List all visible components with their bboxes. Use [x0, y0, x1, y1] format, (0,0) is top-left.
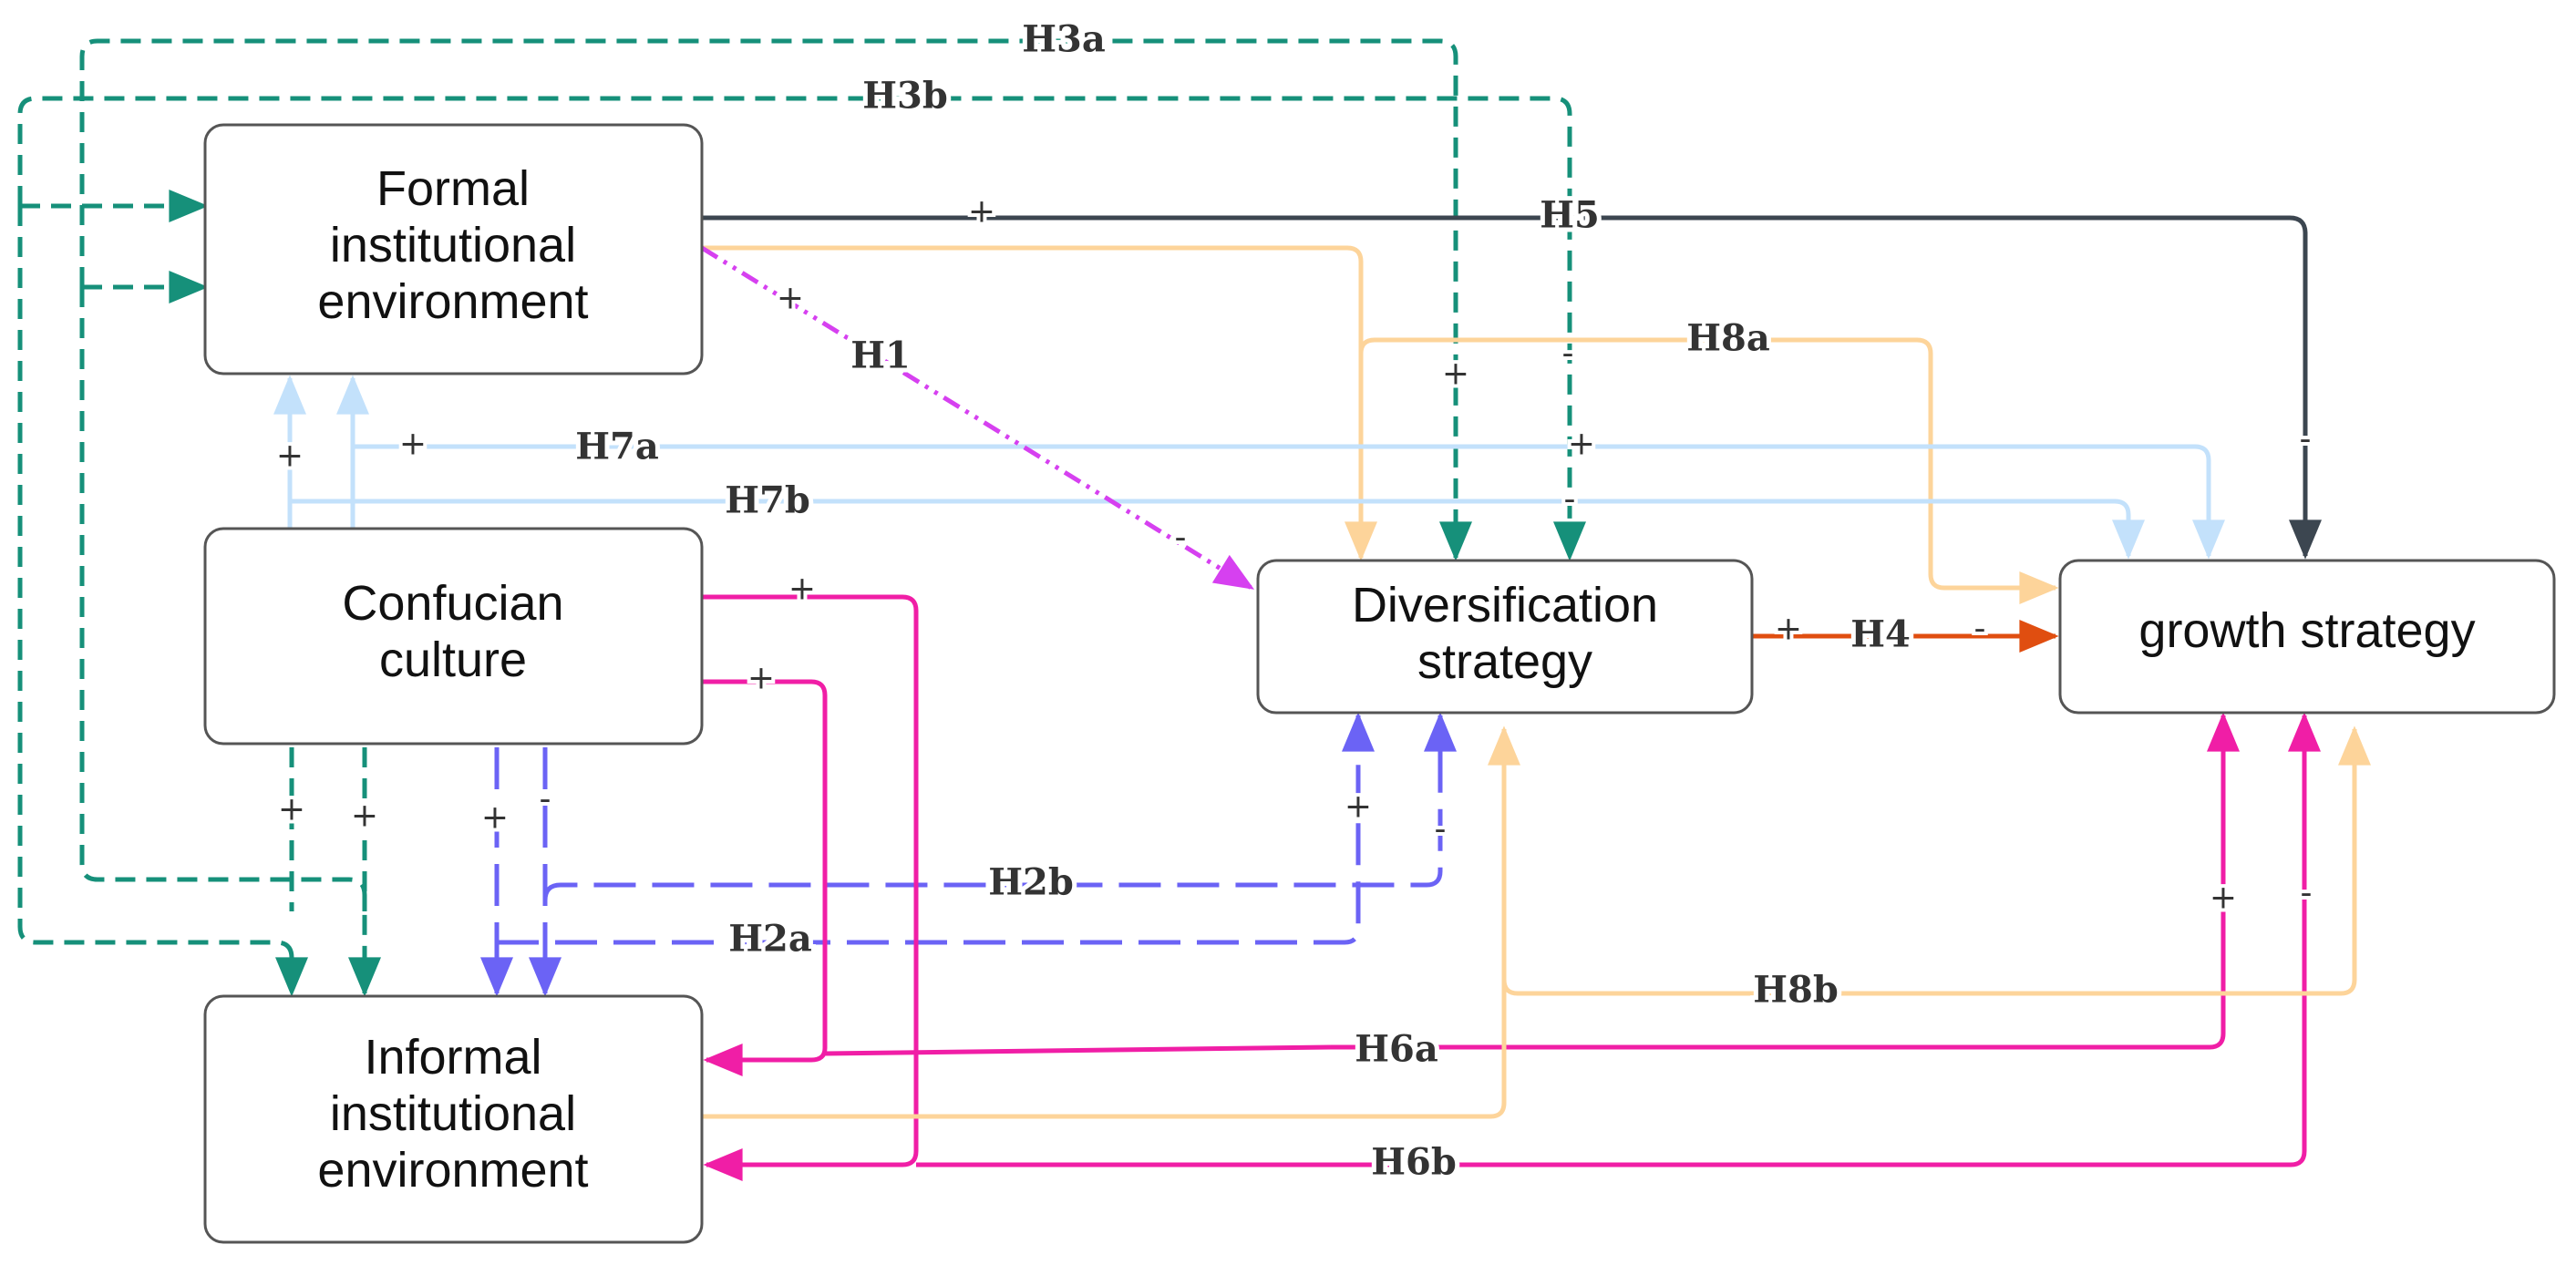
- node-formal-line-1: Formal: [376, 161, 530, 216]
- sign-h3b-plus-bottom: +: [278, 791, 305, 828]
- sign-h6b-minus-right: -: [2301, 875, 2313, 912]
- edges: [17, 38, 2371, 1181]
- label-h2b: H2b: [988, 861, 1074, 904]
- node-informal-line-3: environment: [317, 1143, 588, 1198]
- label-h5: H5: [1540, 194, 1600, 237]
- edge-h7b: [273, 375, 2145, 560]
- edge-h8b: [702, 725, 2371, 1119]
- sign-h3b-minus: -: [1562, 335, 1574, 373]
- edge-h6a: [702, 679, 2240, 1076]
- sign-h2b-minus-right: -: [1435, 811, 1447, 848]
- sign-h5-minus: -: [2300, 421, 2312, 458]
- label-h8b: H8b: [1753, 969, 1839, 1012]
- sign-h4-minus: -: [1974, 611, 1986, 648]
- sign-labels: + + - + - + - - + + + + + - + + + - + - …: [273, 190, 2316, 920]
- sign-h5-plus: +: [968, 193, 995, 231]
- node-formal-institutional-environment: Formal institutional environment: [203, 123, 704, 375]
- node-formal-line-3: environment: [317, 274, 588, 329]
- sign-h2a-plus: +: [481, 799, 509, 837]
- sign-h2a-plus-right: +: [1345, 788, 1372, 826]
- sign-h1-minus: -: [1175, 519, 1187, 557]
- label-h7b: H7b: [725, 479, 810, 522]
- node-formal-line-2: institutional: [330, 218, 576, 273]
- label-h3b: H3b: [862, 75, 948, 118]
- node-informal-institutional-environment: Informal institutional environment: [203, 994, 704, 1244]
- label-h6b: H6b: [1371, 1141, 1457, 1184]
- label-h6a: H6a: [1355, 1028, 1438, 1071]
- sign-h2b-minus: -: [540, 781, 551, 818]
- node-growth-line-1: growth strategy: [2138, 603, 2475, 658]
- label-h3a: H3a: [1022, 18, 1106, 61]
- node-diversification-line-1: Diversification: [1352, 578, 1658, 632]
- edge-h1: [700, 245, 1255, 591]
- node-confucian-line-2: culture: [379, 632, 527, 687]
- sign-h7a-plus-left: +: [399, 426, 427, 463]
- label-h4: H4: [1850, 613, 1911, 656]
- label-h1: H1: [850, 334, 911, 377]
- sign-h3a-plus: +: [1442, 355, 1469, 393]
- edge-h2b: [529, 712, 1457, 997]
- hypothesis-labels: H3a H3b H5 H1 H8a H7a H7b H4 H2b H2a H8b…: [571, 14, 1915, 1188]
- node-growth-strategy: growth strategy: [2058, 559, 2556, 715]
- edge-h3a: [79, 38, 1472, 997]
- sign-h7a-plus: +: [1568, 426, 1595, 463]
- label-h8a: H8a: [1686, 317, 1770, 360]
- edge-h6b: [702, 594, 2321, 1181]
- label-h2a: H2a: [728, 918, 812, 961]
- sign-h3a-plus-bottom: +: [351, 797, 378, 835]
- edge-h2a: [480, 712, 1375, 997]
- sign-h4-plus: +: [1775, 611, 1802, 648]
- sign-h7b-plus-left: +: [276, 437, 304, 475]
- edge-h5: [702, 215, 2322, 560]
- edge-h8a: [702, 245, 2059, 604]
- node-diversification-strategy: Diversification strategy: [1256, 559, 1754, 715]
- sign-h1-plus: +: [777, 280, 804, 317]
- sign-h6b-plus: +: [788, 571, 816, 608]
- sign-h7b-minus: -: [1564, 481, 1576, 519]
- node-informal-line-1: Informal: [364, 1030, 541, 1085]
- node-confucian-line-1: Confucian: [342, 576, 563, 631]
- node-informal-line-2: institutional: [330, 1086, 576, 1141]
- edge-h3b: [17, 96, 1586, 997]
- sign-h6a-plus: +: [747, 660, 775, 697]
- label-h7a: H7a: [575, 426, 659, 468]
- node-confucian-culture: Confucian culture: [203, 527, 704, 746]
- node-diversification-line-2: strategy: [1417, 634, 1592, 689]
- sign-h6a-plus-right: +: [2210, 879, 2237, 917]
